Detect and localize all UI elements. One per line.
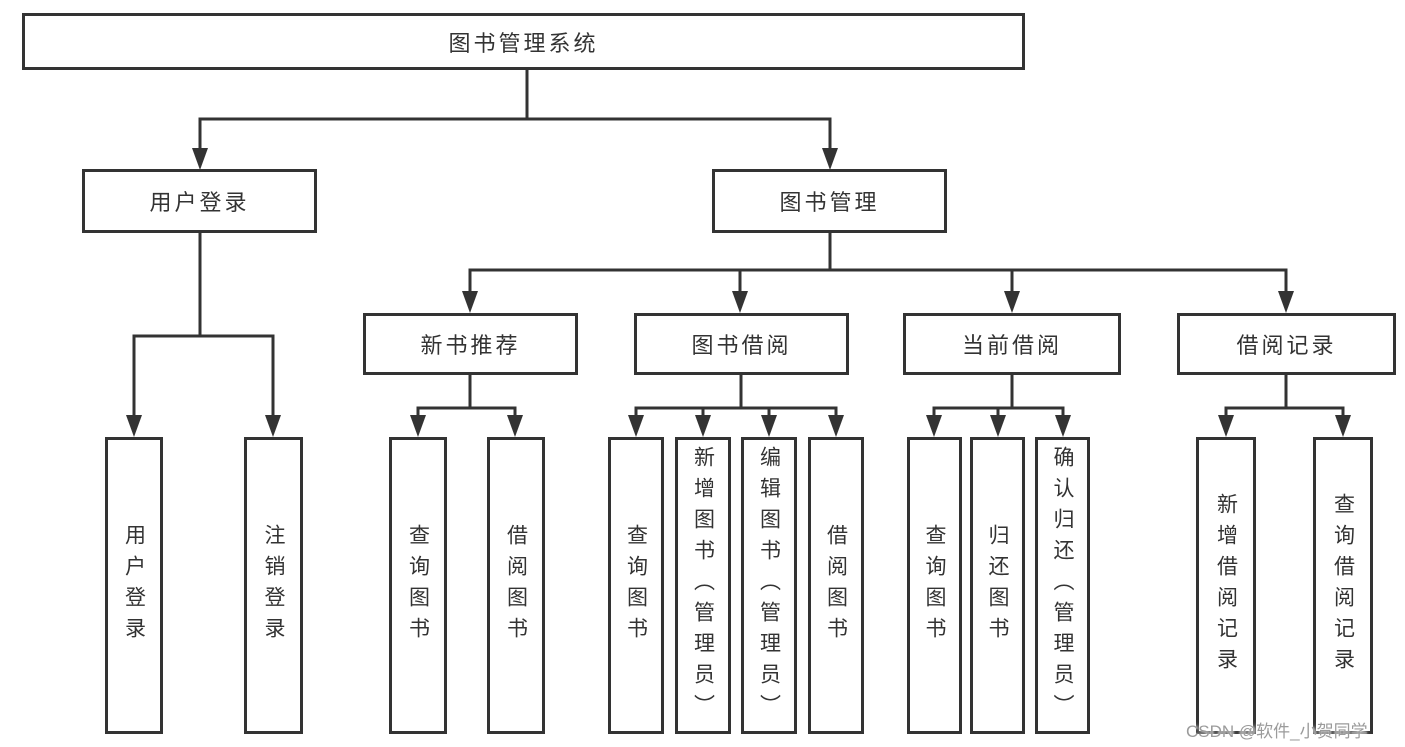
connector-book-mgmt-branch [468,233,1288,291]
leaf-add-borrow-record: 新增借阅记录 [1196,437,1256,734]
leaf-return-book-label: 归还图书 [986,523,1009,648]
node-root: 图书管理系统 [22,13,1025,70]
leaf-confirm-return-admin-label: 确认归还（管理员） [1051,446,1074,725]
connector-user-login-branch [132,233,275,415]
connector-current-borrow-branch [932,375,1065,415]
node-book-borrow-label: 图书借阅 [691,333,792,358]
leaf-query-books-current-label: 查询图书 [923,523,946,648]
connector-new-book-branch [416,375,517,415]
leaf-confirm-return-admin: 确认归还（管理员） [1035,437,1090,734]
node-root-label: 图书管理系统 [448,30,599,56]
node-user-login-label: 用户登录 [149,190,250,215]
leaf-borrow-books-recommend: 借阅图书 [487,437,545,734]
node-current-borrow: 当前借阅 [903,313,1121,375]
connector-book-borrow-branch [634,375,838,415]
leaf-query-books-current: 查询图书 [907,437,962,734]
leaf-add-book-admin-label: 新增图书（管理员） [691,446,715,725]
node-borrow-records-label: 借阅记录 [1236,333,1337,358]
leaf-query-borrow-record-label: 查询借阅记录 [1331,492,1355,679]
leaf-query-books-recommend-label: 查询图书 [406,523,430,648]
node-new-book-recommend: 新书推荐 [363,313,578,375]
connector-borrow-records-branch [1224,375,1345,415]
leaf-query-books-recommend: 查询图书 [389,437,447,734]
leaf-edit-book-admin: 编辑图书（管理员） [741,437,797,734]
leaf-edit-book-admin-label: 编辑图书（管理员） [757,446,781,725]
leaf-borrow-books-label: 借阅图书 [824,523,848,648]
leaf-add-borrow-record-label: 新增借阅记录 [1214,492,1238,679]
csdn-watermark: CSDN @软件_小贺同学 [1186,722,1368,741]
node-book-management: 图书管理 [712,169,947,233]
node-book-management-label: 图书管理 [779,190,880,215]
leaf-query-borrow-record: 查询借阅记录 [1313,437,1373,734]
leaf-add-book-admin: 新增图书（管理员） [675,437,731,734]
leaf-borrow-books-recommend-label: 借阅图书 [504,523,528,648]
node-new-book-recommend-label: 新书推荐 [420,333,521,358]
connector-level1 [198,117,832,148]
leaf-user-login-label: 用户登录 [122,523,146,648]
node-book-borrow: 图书借阅 [634,313,849,375]
node-borrow-records: 借阅记录 [1177,313,1396,375]
arrowheads [126,148,1351,437]
node-user-login: 用户登录 [82,169,317,233]
leaf-borrow-books: 借阅图书 [808,437,864,734]
leaf-logout-label: 注销登录 [262,523,285,648]
leaf-logout: 注销登录 [244,437,303,734]
leaf-query-books-borrow: 查询图书 [608,437,664,734]
node-current-borrow-label: 当前借阅 [961,333,1062,358]
leaf-return-book: 归还图书 [970,437,1025,734]
leaf-user-login: 用户登录 [105,437,163,734]
leaf-query-books-borrow-label: 查询图书 [624,523,648,648]
